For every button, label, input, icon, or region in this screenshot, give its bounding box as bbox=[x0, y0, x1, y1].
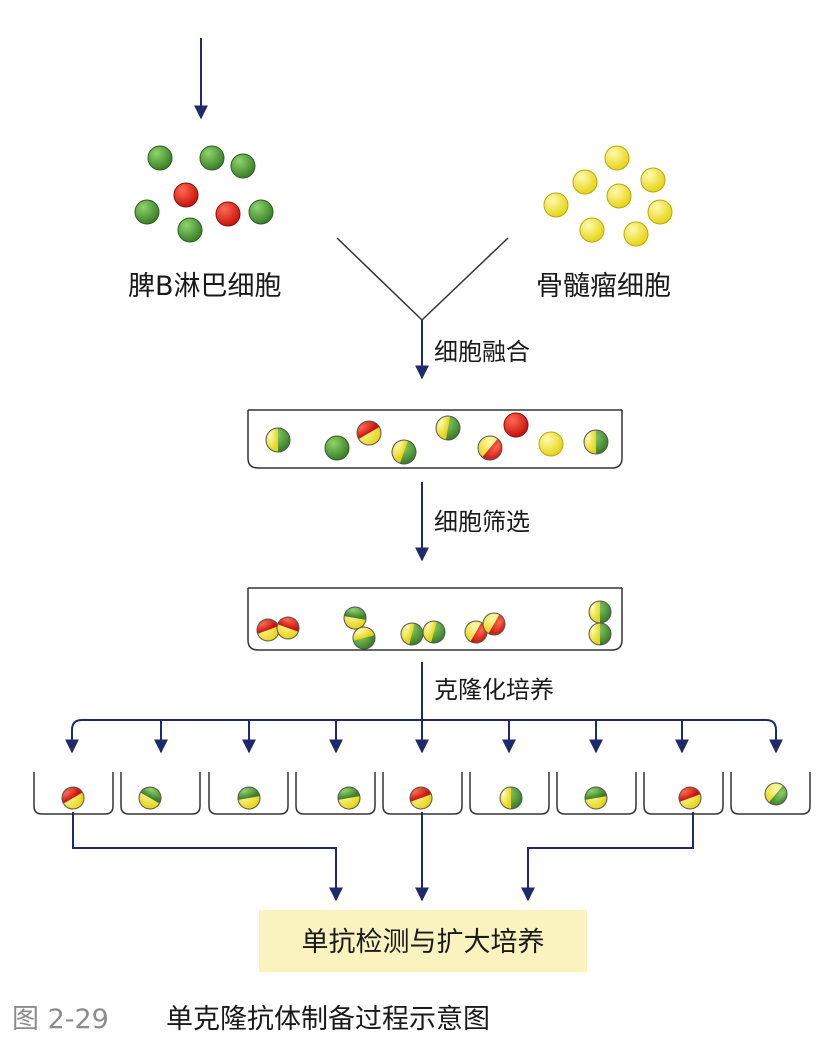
b-cell bbox=[230, 153, 256, 179]
hybrid-cell bbox=[391, 439, 417, 465]
clone-cell bbox=[138, 786, 162, 810]
clone-cell bbox=[764, 782, 788, 806]
hybridoma-cell bbox=[343, 606, 367, 630]
well-3 bbox=[208, 772, 289, 815]
myeloma-cells-label: 骨髓瘤细胞 bbox=[536, 271, 671, 302]
myeloma-cell bbox=[572, 169, 598, 195]
plasma-cell bbox=[173, 182, 199, 208]
clone-cell bbox=[409, 786, 433, 810]
b-cell bbox=[199, 145, 225, 171]
b-cell bbox=[248, 199, 274, 225]
hybridoma-cell bbox=[464, 620, 488, 644]
final-step-box bbox=[259, 910, 587, 972]
myeloma-cell bbox=[647, 199, 673, 225]
cloning-step-label: 克隆化培养 bbox=[434, 676, 554, 704]
myeloma-cell bbox=[606, 183, 632, 209]
plasma-cell bbox=[503, 412, 529, 438]
myeloma-cell bbox=[538, 431, 564, 457]
hybrid-cell bbox=[356, 420, 382, 446]
figure-number: 图 2-29 bbox=[12, 1004, 109, 1035]
clone-cell bbox=[337, 786, 361, 810]
well-6 bbox=[469, 772, 550, 815]
converge-line-left bbox=[336, 237, 423, 321]
b-cell bbox=[147, 145, 173, 171]
hybridoma-cell bbox=[352, 626, 376, 650]
clone-cell bbox=[237, 786, 261, 810]
b-cell bbox=[134, 199, 160, 225]
myeloma-cell bbox=[543, 192, 569, 218]
fusion-step-label: 细胞融合 bbox=[434, 338, 530, 366]
hybrid-cell bbox=[477, 435, 503, 461]
hybrid-cell bbox=[435, 415, 461, 441]
b-cell bbox=[324, 435, 350, 461]
myeloma-cell bbox=[623, 221, 649, 247]
fusion-dish-cells bbox=[265, 412, 609, 465]
distribution-arrows bbox=[65, 720, 783, 754]
spleen-cell-cluster bbox=[134, 145, 274, 243]
myeloma-cell bbox=[640, 167, 666, 193]
hybridoma-cell bbox=[482, 612, 506, 636]
myeloma-cell bbox=[579, 217, 605, 243]
spleen-cells-label: 脾B淋巴细胞 bbox=[128, 271, 282, 302]
fusion-dish bbox=[247, 409, 623, 469]
clone-cell bbox=[678, 786, 702, 810]
well-9 bbox=[730, 772, 811, 815]
clone-cell bbox=[61, 786, 85, 810]
hybridoma-cell bbox=[422, 620, 446, 644]
screening-step-label: 细胞筛选 bbox=[434, 508, 530, 536]
distribution-bracket bbox=[71, 719, 777, 748]
converge-line-right bbox=[421, 237, 509, 321]
clone-cell bbox=[499, 786, 523, 810]
plasma-cell bbox=[215, 201, 241, 227]
well-2 bbox=[120, 772, 201, 815]
hybridoma-cell bbox=[276, 616, 300, 640]
hybridoma-cell bbox=[256, 618, 280, 642]
hybridoma-cell bbox=[400, 622, 424, 646]
hybrid-cell bbox=[583, 429, 609, 455]
b-cell bbox=[177, 217, 203, 243]
well-4 bbox=[295, 772, 376, 815]
hybridoma-cell bbox=[588, 600, 612, 624]
screening-dish bbox=[247, 587, 623, 651]
figure-caption: 单克隆抗体制备过程示意图 bbox=[166, 1004, 490, 1035]
clone-well-cells bbox=[61, 782, 788, 810]
hybrid-cell bbox=[265, 427, 291, 453]
collection-arrows bbox=[72, 812, 694, 902]
well-7 bbox=[556, 772, 637, 815]
final-step-label: 单抗检测与扩大培养 bbox=[302, 927, 545, 958]
hybridoma-cell bbox=[588, 622, 612, 646]
clone-cell bbox=[584, 786, 608, 810]
screening-dish-cells bbox=[256, 600, 612, 650]
myeloma-cell-cluster bbox=[543, 145, 673, 247]
well-8 bbox=[643, 772, 724, 815]
myeloma-cell bbox=[604, 145, 630, 171]
clone-wells bbox=[33, 772, 811, 815]
